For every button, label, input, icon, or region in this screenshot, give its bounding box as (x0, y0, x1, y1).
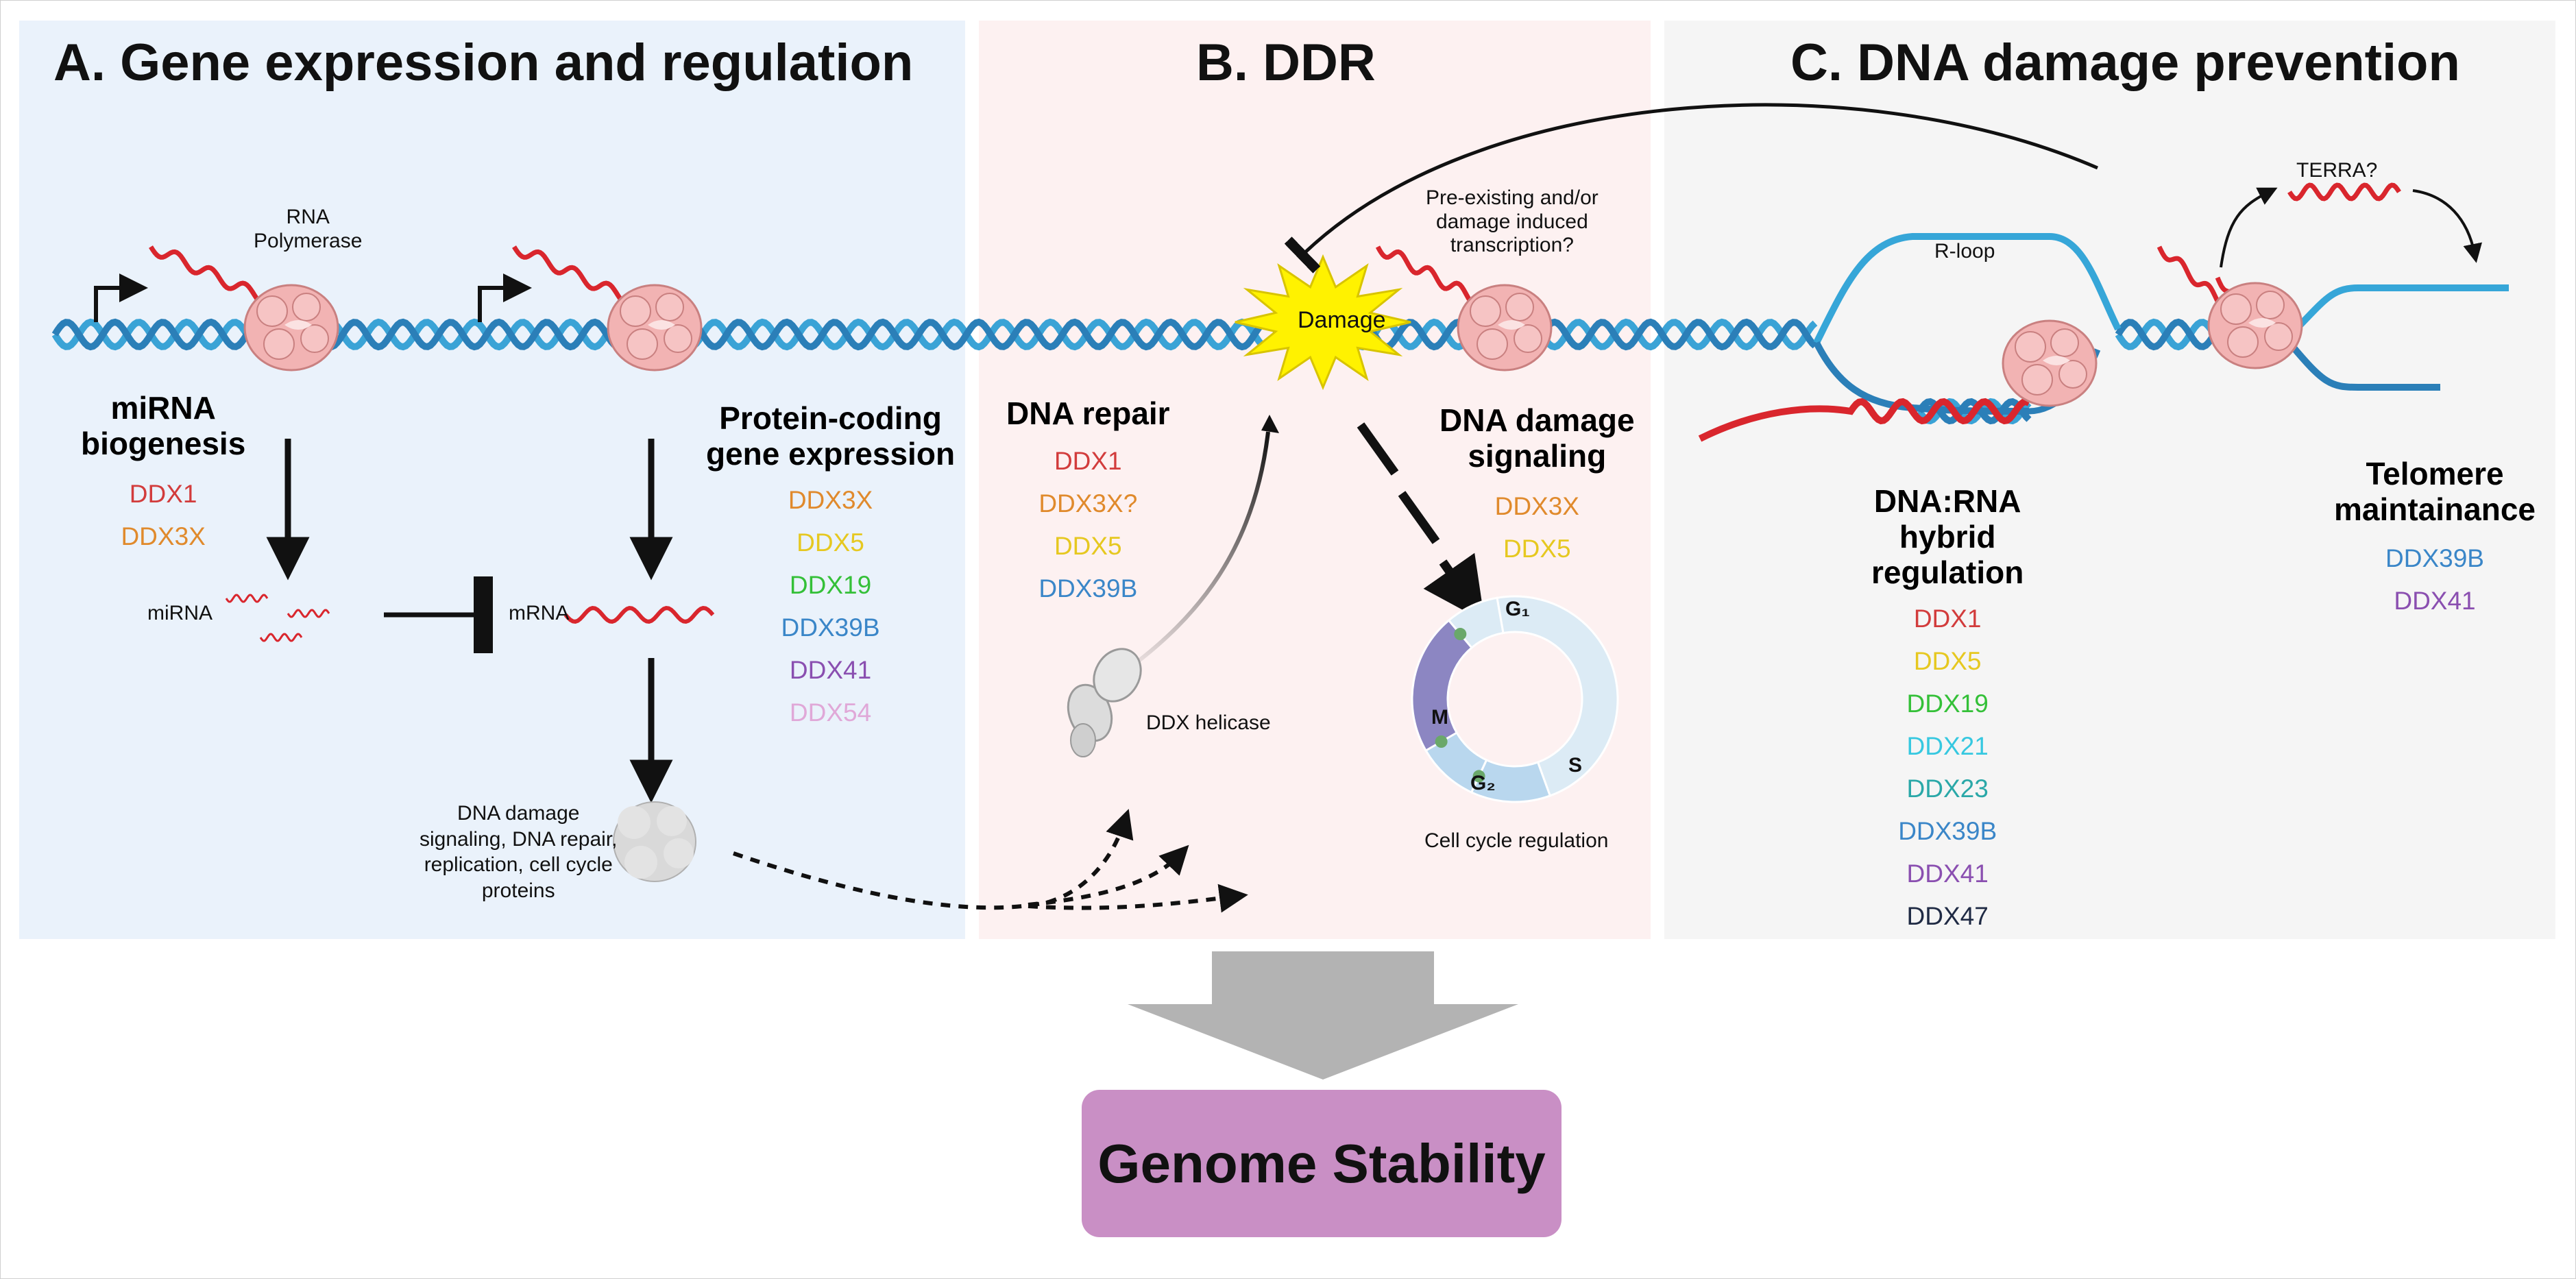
ddx-helicase (1067, 648, 1142, 757)
cell-cycle-segment (1496, 595, 1619, 797)
group-heading: Telomere maintainance (2334, 456, 2536, 527)
cell-cycle-ring (1411, 595, 1619, 803)
rna-polymerase (1457, 284, 1553, 371)
panel-title-b: B. DDR (1196, 34, 1376, 92)
rna-polymerase (243, 284, 339, 371)
phase-m-label: M (1431, 706, 1448, 729)
promoter-arrow (94, 273, 148, 322)
gene-ddx1: DDX1 (1913, 604, 1982, 633)
signal-dash (1398, 491, 1440, 544)
mrna-label: mRNA (509, 602, 570, 624)
gene-ddx3x: DDX3X? (1038, 489, 1138, 517)
panel-title-a: A. Gene expression and regulation (53, 34, 914, 92)
r-loop-label: R-loop (1934, 240, 1995, 263)
checkpoint-marker (1435, 735, 1448, 748)
damage-label: Damage (1298, 307, 1386, 333)
group-damage-signaling: DNA damage signaling DDX3X DDX5 (1439, 402, 1635, 570)
gene-ddx19: DDX19 (1906, 689, 1989, 718)
panel-gene-expression (19, 21, 965, 939)
group-protein-coding: Protein-coding gene expression DDX3X DDX5… (706, 400, 956, 734)
gene-ddx41: DDX41 (1906, 859, 1989, 888)
protein-blob (613, 801, 696, 882)
terra-arrow-in (2412, 189, 2482, 263)
gene-ddx1: DDX1 (1054, 446, 1122, 475)
gene-ddx41: DDX41 (2394, 586, 2476, 615)
cell-cycle-segment (1411, 618, 1474, 753)
gene-ddx39b: DDX39B (1898, 816, 1997, 845)
phase-g1-label: G₁ (1505, 598, 1530, 620)
nascent-rna (149, 182, 2401, 308)
promoter-arrow (478, 273, 532, 322)
dotted-arrow-cell-cycle (1028, 884, 1248, 913)
cell-cycle-label: Cell cycle regulation (1424, 829, 1609, 852)
gene-ddx19: DDX19 (789, 570, 872, 599)
gene-ddx41: DDX41 (789, 655, 872, 684)
gene-ddx21: DDX21 (1906, 731, 1989, 760)
fork-top-strand (2287, 284, 2509, 339)
group-telomere: Telomere maintainance DDX39B DDX41 (2334, 456, 2536, 622)
gene-ddx54: DDX54 (789, 698, 872, 727)
checkpoint-marker (1472, 770, 1485, 783)
gene-ddx3x: DDX3X (1494, 491, 1579, 520)
rna-polymerase (2207, 282, 2303, 369)
panel-title-c: C. DNA damage prevention (1790, 34, 2460, 92)
checkpoint-marker (1454, 628, 1467, 641)
signal-arrow (1423, 552, 1485, 622)
transcription-question-label: Pre-existing and/or damage induced trans… (1426, 186, 1599, 256)
gene-ddx47: DDX47 (1906, 901, 1989, 930)
gene-ddx39b: DDX39B (1038, 574, 1138, 602)
group-heading: DNA repair (1006, 395, 1170, 431)
gene-ddx3x: DDX3X (121, 522, 206, 550)
r-loop-top-strand (1813, 233, 2122, 345)
fork-bottom-strand (2287, 340, 2440, 391)
signal-dash (1357, 422, 1399, 476)
r-loop-rna-strand (1698, 398, 2031, 442)
terra-label: TERRA? (2296, 159, 2378, 182)
dotted-arrow-signaling (1028, 844, 1189, 907)
panel-damage-prevention (1664, 21, 2555, 939)
rna-polymerase-label: RNA Polymerase (254, 206, 363, 252)
mirna-label: miRNA (147, 602, 212, 624)
gene-ddx5: DDX5 (1913, 646, 1982, 675)
group-heading: DNA damage signaling (1439, 402, 1635, 474)
inhibition-arc (1284, 103, 2098, 273)
mrna-strand (563, 606, 715, 624)
terra-arrow-out (2220, 187, 2278, 268)
dotted-arrow-repair (733, 809, 1134, 910)
gene-ddx5: DDX5 (1054, 531, 1122, 560)
gene-ddx39b: DDX39B (781, 613, 880, 642)
gene-ddx39b: DDX39B (2385, 544, 2484, 572)
phase-s-label: S (1568, 754, 1583, 777)
group-heading: miRNA biogenesis (81, 390, 246, 461)
ddx-helicase-label: DDX helicase (1146, 711, 1271, 734)
group-heading: Protein-coding gene expression (706, 400, 956, 472)
phase-g2-label: G₂ (1470, 772, 1496, 794)
gene-ddx1: DDX1 (129, 479, 197, 508)
damage-star (1235, 254, 1411, 391)
genome-stability-box: Genome Stability (1082, 1090, 1562, 1237)
rna-polymerase (607, 284, 703, 371)
proteins-label: DNA damage signaling, DNA repair, replic… (420, 802, 618, 902)
gene-ddx5: DDX5 (1503, 534, 1571, 563)
gene-ddx3x: DDX3X (788, 485, 873, 514)
gene-ddx5: DDX5 (797, 528, 864, 557)
gene-ddx23: DDX23 (1906, 774, 1989, 803)
helicase-to-damage-arrow (1123, 431, 1270, 674)
big-down-arrow (1128, 951, 1518, 1080)
group-heading: DNA:RNA hybrid regulation (1871, 483, 2024, 590)
rna-polymerase (2002, 319, 2098, 407)
